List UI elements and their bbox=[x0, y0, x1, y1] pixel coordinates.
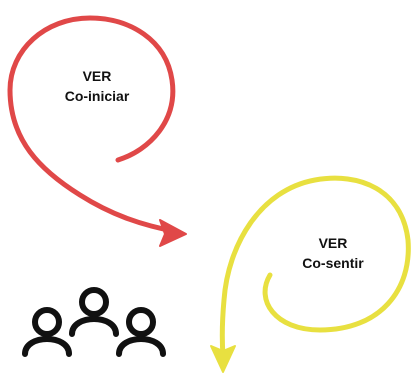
stage-subtitle: Co-iniciar bbox=[64, 88, 130, 104]
stage-subtitle: Co-sentir bbox=[302, 255, 364, 271]
red-spiral-path bbox=[7, 15, 181, 235]
stage-title: VER bbox=[318, 235, 348, 251]
red-arrowhead bbox=[159, 219, 187, 247]
people-group-icon bbox=[22, 287, 166, 357]
person-center-icon bbox=[69, 287, 119, 337]
person-left-icon bbox=[22, 307, 72, 357]
yellow-spiral-arrow bbox=[210, 175, 411, 373]
person-right-icon bbox=[116, 307, 166, 357]
stage-label-co-sentir: VER Co-sentir bbox=[288, 233, 378, 273]
stage-label-co-iniciar: VER Co-iniciar bbox=[52, 66, 142, 106]
yellow-arrowhead bbox=[210, 345, 236, 373]
stage-title: VER bbox=[82, 68, 112, 84]
red-spiral-arrow bbox=[7, 15, 187, 247]
yellow-spiral-path bbox=[219, 175, 411, 359]
